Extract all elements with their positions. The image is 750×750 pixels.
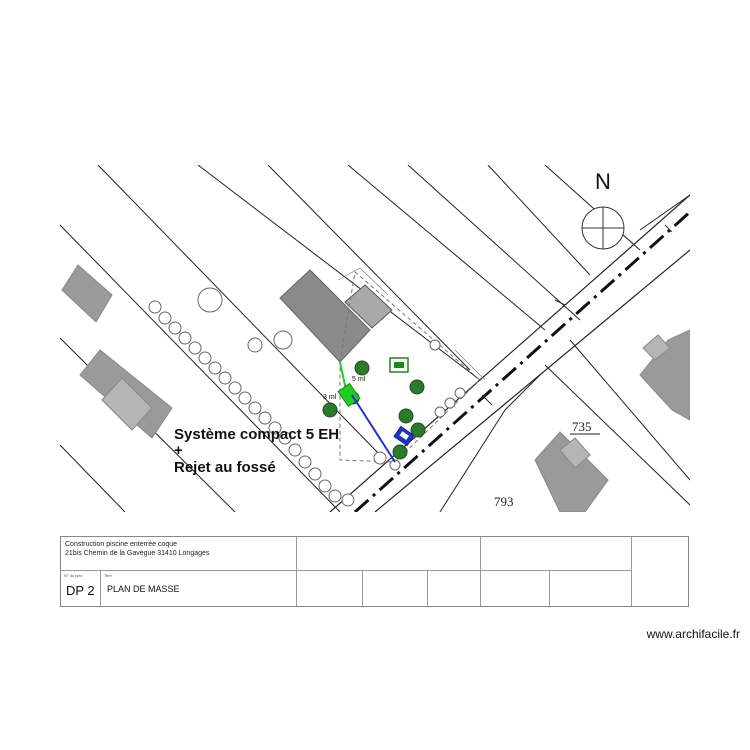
system-label-line3: Rejet au fossé xyxy=(174,459,276,476)
trees xyxy=(322,360,426,460)
plan-title-cell: Titre PLAN DE MASSE xyxy=(101,571,297,607)
north-label: N xyxy=(595,169,611,194)
drain-line xyxy=(351,394,396,463)
map-area: 5 ml 3 ml 735 793 N xyxy=(60,165,690,512)
blank-cell-7 xyxy=(481,571,550,607)
blank-cell-5 xyxy=(363,571,428,607)
parcel-735: 735 xyxy=(572,419,592,434)
dimension-3m: 3 ml xyxy=(323,394,337,401)
septic-system xyxy=(337,361,361,408)
plan-number: DP 2 xyxy=(66,583,95,598)
footer-site: www.archifacile.fr xyxy=(646,627,740,641)
blank-cell-1 xyxy=(297,537,481,571)
system-label-line1: Système compact 5 EH xyxy=(174,426,339,443)
project-line2: 21bis Chemin de la Gavègue 31410 Longage… xyxy=(65,550,210,557)
parcel-793: 793 xyxy=(494,494,514,509)
blank-cell-8 xyxy=(550,571,632,607)
blank-cell-3 xyxy=(632,537,690,607)
plan-title: PLAN DE MASSE xyxy=(107,584,180,594)
project-cell: Construction piscine enterrée coque 21bi… xyxy=(61,537,297,571)
road-axis xyxy=(353,210,690,512)
road-edges xyxy=(329,194,690,512)
plan-number-caption: N° du plan xyxy=(64,573,83,578)
dimension-marks xyxy=(337,267,486,381)
parcel-lines xyxy=(60,165,690,512)
property-boundary xyxy=(339,271,481,463)
blank-cell-6 xyxy=(428,571,481,607)
hedge-row xyxy=(148,287,466,507)
title-block: Construction piscine enterrée coque 21bi… xyxy=(60,536,689,607)
neighbour-buildings xyxy=(61,264,690,512)
system-label-line2: + xyxy=(174,442,183,459)
parking xyxy=(389,357,415,447)
road-ticks xyxy=(481,224,673,406)
project-line1: Construction piscine enterrée coque xyxy=(65,541,178,548)
main-house xyxy=(279,269,393,363)
blank-cell-2 xyxy=(481,537,632,571)
north-arrow: N xyxy=(581,169,625,250)
blank-cell-4 xyxy=(297,571,363,607)
plan-title-caption: Titre xyxy=(104,573,112,578)
plan-number-cell: N° du plan DP 2 xyxy=(61,571,101,607)
dimension-5m: 5 ml xyxy=(352,376,366,383)
